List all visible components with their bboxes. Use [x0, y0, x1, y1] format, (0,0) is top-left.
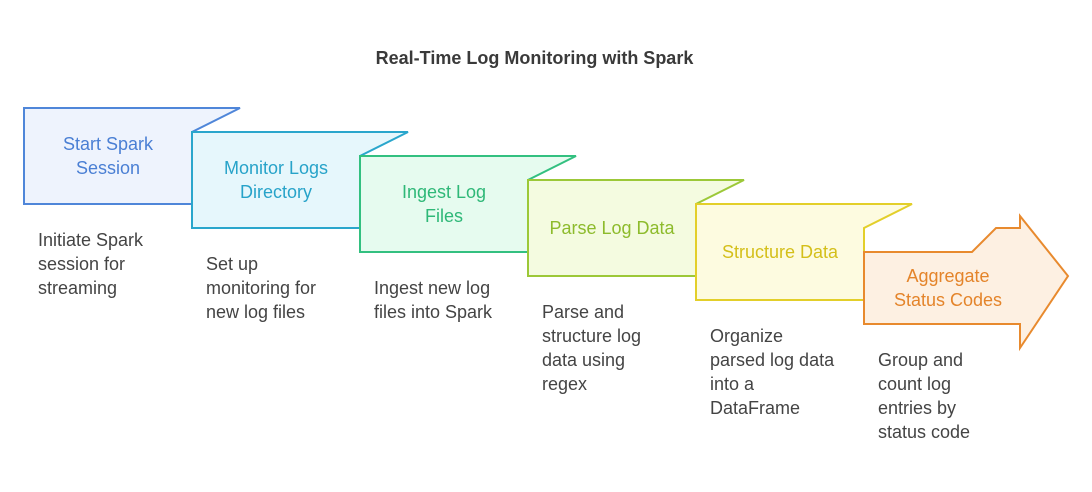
step-6-label: Aggregate — [906, 266, 989, 286]
diagram-title: Real-Time Log Monitoring with Spark — [375, 48, 694, 68]
step-5-description: Organize parsed log data into a DataFram… — [710, 326, 835, 418]
step-5-label: Structure Data — [722, 242, 839, 262]
step-4-description: Parse and structure log data using regex — [542, 302, 642, 394]
step-1-label: Session — [76, 158, 140, 178]
step-4-label: Parse Log Data — [549, 218, 675, 238]
step-3-description: Ingest new log files into Spark — [374, 278, 493, 322]
step-6-description: Group and count log entries by status co… — [878, 350, 971, 442]
step-6-label: Status Codes — [894, 290, 1002, 310]
step-3-label: Ingest Log — [402, 182, 486, 202]
step-2-label: Directory — [240, 182, 312, 202]
step-3-label: Files — [425, 206, 463, 226]
step-2-label: Monitor Logs — [224, 158, 328, 178]
step-1-description: Initiate Spark session for streaming — [38, 230, 144, 298]
step-2-description: Set up monitoring for new log files — [206, 254, 317, 322]
step-1-label: Start Spark — [63, 134, 154, 154]
step-6-banner — [863, 213, 1070, 352]
